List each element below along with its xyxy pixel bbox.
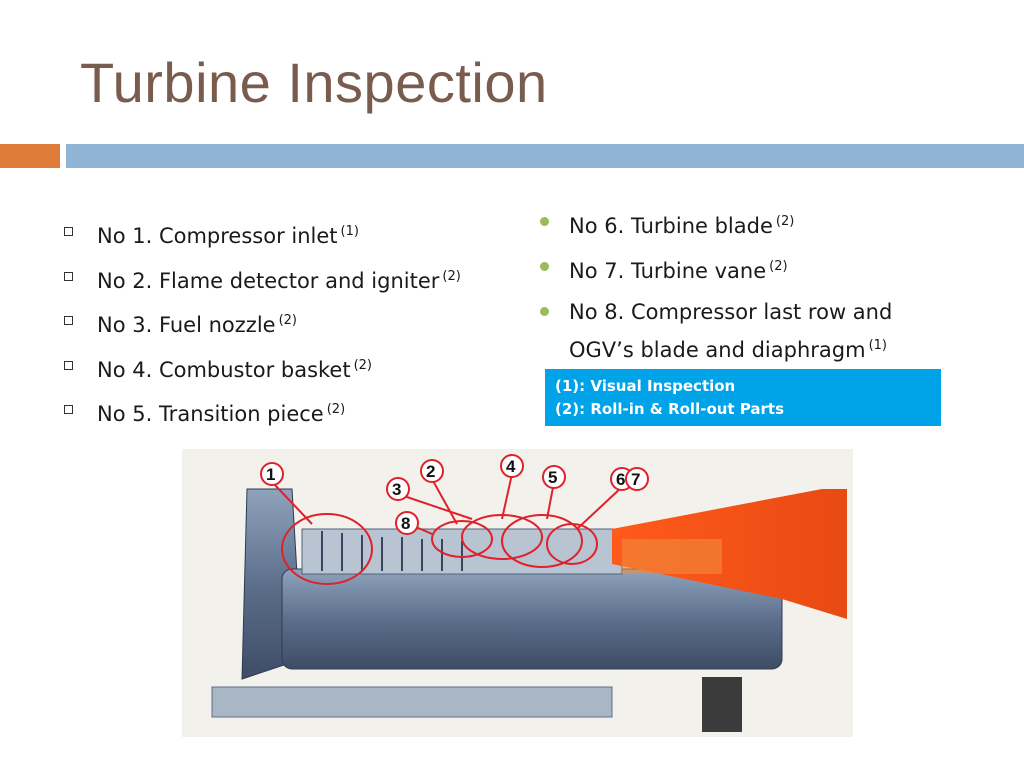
callout-label: 5 bbox=[548, 468, 557, 487]
square-bullet-icon bbox=[64, 271, 73, 281]
right-bullet-list: No 6. Turbine blade(2) No 7. Turbine van… bbox=[538, 205, 958, 374]
list-item: No 4. Combustor basket(2) bbox=[62, 347, 461, 392]
list-item: No 3. Fuel nozzle(2) bbox=[62, 302, 461, 347]
list-item: No 2. Flame detector and igniter(2) bbox=[62, 258, 461, 303]
legend-box: (1): Visual Inspection (2): Roll-in & Ro… bbox=[545, 369, 941, 426]
exhaust-flame bbox=[612, 489, 847, 619]
legend-line: (2): Roll-in & Roll-out Parts bbox=[555, 400, 785, 418]
accent-bar-blue bbox=[66, 144, 1024, 168]
round-bullet-icon bbox=[540, 217, 549, 226]
main-casing bbox=[281, 568, 783, 670]
accent-bar-orange bbox=[0, 144, 60, 168]
turbine-diagram: 1 2 3 4 5 6 7 8 bbox=[211, 454, 847, 732]
callout-label: 7 bbox=[631, 470, 640, 489]
base-frame bbox=[211, 686, 613, 718]
round-bullet-icon bbox=[540, 307, 549, 316]
note-ref: (1) bbox=[340, 224, 359, 239]
turbine-cutaway-image: 1 2 3 4 5 6 7 8 bbox=[182, 449, 853, 737]
note-ref: (1) bbox=[868, 338, 887, 353]
callout-label: 6 bbox=[616, 470, 625, 489]
square-bullet-icon bbox=[64, 360, 73, 370]
callout-label: 8 bbox=[401, 514, 410, 533]
callout-label: 1 bbox=[266, 465, 275, 484]
square-bullet-icon bbox=[64, 316, 73, 325]
note-ref: (2) bbox=[278, 313, 297, 328]
callout-label: 3 bbox=[392, 480, 401, 499]
note-ref: (2) bbox=[353, 357, 373, 373]
note-ref: (2) bbox=[442, 268, 461, 284]
list-item: No 6. Turbine blade(2) bbox=[538, 205, 958, 243]
note-ref: (2) bbox=[326, 402, 346, 417]
round-bullet-icon bbox=[540, 262, 549, 271]
list-item: No 1. Compressor inlet(1) bbox=[62, 213, 461, 258]
callout-label: 2 bbox=[426, 462, 435, 481]
list-item: No 5. Transition piece(2) bbox=[62, 391, 461, 436]
legend-line: (1): Visual Inspection bbox=[555, 377, 736, 395]
support-leg bbox=[702, 677, 742, 732]
slide-title: Turbine Inspection bbox=[80, 51, 548, 114]
note-ref: (2) bbox=[769, 259, 788, 274]
callout-label: 4 bbox=[506, 457, 516, 476]
left-bullet-list: No 1. Compressor inlet(1) No 2. Flame de… bbox=[62, 213, 461, 436]
note-ref: (2) bbox=[775, 214, 795, 229]
list-item: No 7. Turbine vane(2) bbox=[538, 250, 958, 288]
square-bullet-icon bbox=[64, 405, 73, 414]
square-bullet-icon bbox=[64, 227, 73, 236]
